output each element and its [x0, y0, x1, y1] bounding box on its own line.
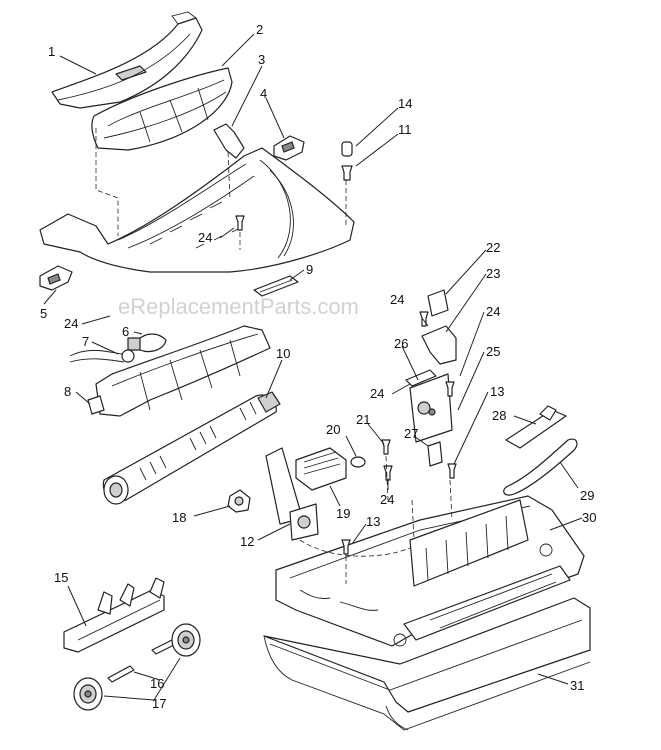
callout-17: 17	[152, 696, 166, 711]
part-base-frame	[275, 495, 585, 647]
callout-28: 28	[492, 408, 506, 423]
callout-4: 4	[260, 86, 267, 101]
part-hood-frame	[39, 123, 355, 273]
callout-24-switch-b: 24	[486, 304, 500, 319]
callout-6: 6	[122, 324, 129, 339]
part-screw-21	[381, 439, 391, 455]
part-bracket-plate	[253, 275, 299, 297]
part-gasket-20	[350, 456, 366, 468]
part-belt-29	[503, 438, 578, 496]
callout-30: 30	[582, 510, 596, 525]
part-screw-11	[341, 165, 353, 181]
callout-24-switch-a: 24	[390, 292, 404, 307]
part-base-bottom	[263, 597, 591, 731]
callout-8: 8	[64, 384, 71, 399]
part-switch-cap-22	[427, 289, 449, 317]
part-roll-bearing	[227, 489, 251, 513]
callout-24-left: 24	[64, 316, 78, 331]
callout-26: 26	[394, 336, 408, 351]
part-screws-24-switch	[383, 311, 457, 481]
part-filter-19	[295, 447, 347, 491]
part-handle-grip	[51, 11, 203, 109]
part-brush-housing	[87, 325, 271, 417]
callout-7: 7	[82, 334, 89, 349]
callout-3: 3	[258, 52, 265, 67]
callout-1: 1	[48, 44, 55, 59]
watermark: eReplacementParts.com	[118, 294, 359, 319]
callout-10: 10	[276, 346, 290, 361]
callout-12: 12	[240, 534, 254, 549]
callout-2: 2	[256, 22, 263, 37]
callout-27: 27	[404, 426, 418, 441]
part-bracket-27	[427, 441, 443, 467]
callout-20: 20	[326, 422, 340, 437]
callout-18: 18	[172, 510, 186, 525]
part-bulb	[127, 333, 167, 353]
callout-24-lower: 24	[380, 492, 394, 507]
callout-19: 19	[336, 506, 350, 521]
part-axles-16	[107, 639, 177, 683]
part-wheel-carriage-15	[63, 577, 165, 653]
callout-9: 9	[306, 262, 313, 277]
part-brush-roll	[102, 391, 281, 505]
callout-16: 16	[150, 676, 164, 691]
callout-21: 21	[356, 412, 370, 427]
callout-24-switch-c: 24	[370, 386, 384, 401]
callout-29: 29	[580, 488, 594, 503]
callout-22: 22	[486, 240, 500, 255]
callout-5: 5	[40, 306, 47, 321]
part-hood-cover	[91, 67, 233, 151]
callout-13-upper: 13	[490, 384, 504, 399]
part-wheels-17	[73, 623, 201, 711]
part-screw-24a	[235, 215, 245, 231]
callout-14: 14	[398, 96, 412, 111]
callout-15: 15	[54, 570, 68, 585]
alignment-lines	[95, 128, 453, 584]
leader-lines	[43, 33, 583, 701]
callout-23: 23	[486, 266, 500, 281]
part-cord	[69, 349, 135, 363]
part-latch-clip	[273, 135, 305, 161]
callout-11: 11	[398, 122, 412, 137]
callout-labels: 1 2 3 4 14 11 24 5 9 24 6 7 8 10 22 23 2…	[40, 22, 596, 711]
part-switch-cover-23	[421, 325, 457, 365]
callout-31: 31	[570, 678, 584, 693]
part-cap-14	[341, 141, 353, 157]
part-foot-pedal	[39, 265, 73, 291]
callout-13-lower: 13	[366, 514, 380, 529]
part-screw-13	[341, 539, 351, 555]
callout-24-top: 24	[198, 230, 212, 245]
part-hose-tube	[265, 447, 319, 541]
part-switch-body-25	[409, 373, 453, 443]
callout-25: 25	[486, 344, 500, 359]
part-bumper-28	[505, 405, 567, 449]
